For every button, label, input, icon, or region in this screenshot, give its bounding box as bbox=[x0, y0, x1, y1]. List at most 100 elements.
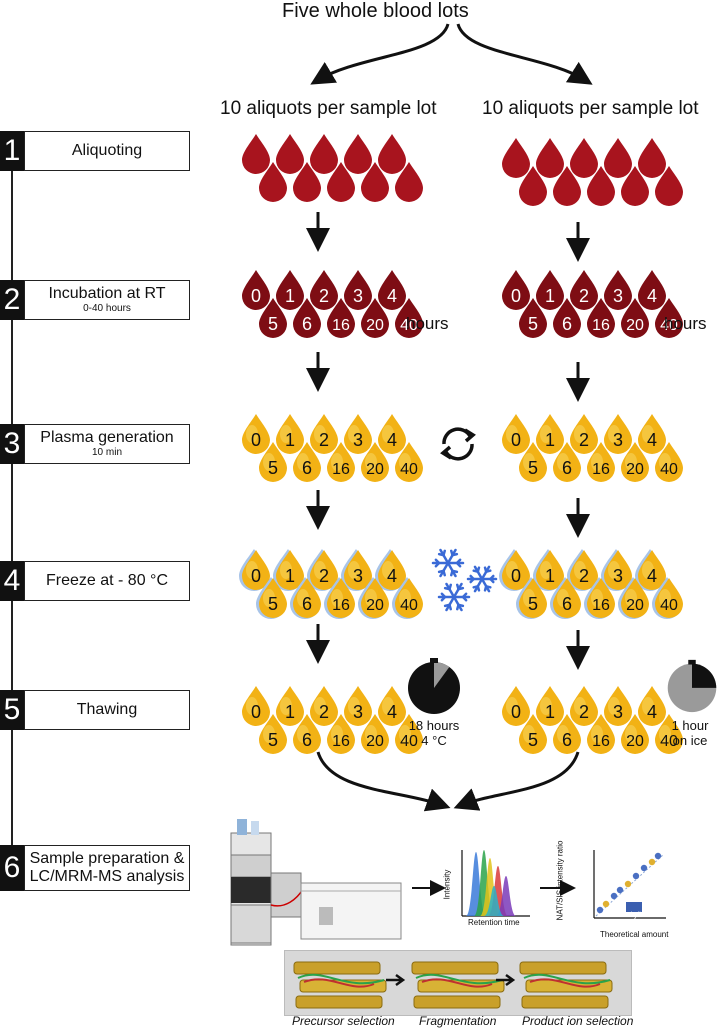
sample-drop bbox=[361, 162, 389, 202]
sample-drop: 3 bbox=[604, 686, 632, 726]
drop-highlight bbox=[506, 697, 518, 715]
rotate-arrows-icon bbox=[440, 427, 476, 461]
calibration-point bbox=[616, 886, 624, 894]
sample-drop: 16 bbox=[584, 577, 615, 619]
sample-drop: 16 bbox=[327, 442, 355, 482]
drop-highlight bbox=[523, 589, 535, 607]
sample-drop: 4 bbox=[375, 549, 406, 591]
calibration-badge: Skyline bbox=[626, 912, 649, 919]
drop-label: 1 bbox=[545, 430, 555, 450]
drop-highlight bbox=[574, 561, 586, 579]
sample-drop: 2 bbox=[310, 686, 338, 726]
quadrupole bbox=[411, 961, 505, 1009]
sample-drop: 1 bbox=[533, 549, 564, 591]
drop-label: 5 bbox=[528, 730, 538, 750]
sample-drop: 40 bbox=[395, 714, 423, 754]
step-label: Aliquoting bbox=[71, 142, 143, 159]
sample-drop: 4 bbox=[638, 686, 666, 726]
drop-highlight bbox=[246, 561, 258, 579]
sample-drop: 6 bbox=[553, 442, 581, 482]
drop-label: 3 bbox=[353, 286, 363, 306]
merge-arrow-right bbox=[453, 751, 580, 811]
drop-label: 3 bbox=[613, 430, 623, 450]
sample-drop: 1 bbox=[536, 270, 564, 310]
sample-drop: 3 bbox=[344, 686, 372, 726]
drop-label: 3 bbox=[613, 702, 623, 722]
sample-drop: 4 bbox=[378, 414, 406, 454]
sample-drop bbox=[621, 166, 649, 206]
drop-shape bbox=[502, 138, 530, 178]
sample-drop: 1 bbox=[536, 414, 564, 454]
drop-highlight bbox=[540, 697, 552, 715]
drop-label: 2 bbox=[319, 566, 329, 586]
snowflake bbox=[437, 582, 471, 612]
drop-label: 5 bbox=[268, 594, 278, 614]
clock-remaining bbox=[434, 662, 450, 688]
drop-shape bbox=[344, 134, 372, 174]
drop-highlight bbox=[642, 697, 654, 715]
calibration-plot-icon bbox=[593, 850, 666, 919]
sample-drop bbox=[604, 138, 632, 178]
drop-highlight bbox=[642, 561, 654, 579]
drop-shape bbox=[293, 162, 321, 202]
drop-label: 3 bbox=[613, 286, 623, 306]
drop-label: 20 bbox=[626, 317, 644, 334]
drop-label: 0 bbox=[251, 702, 261, 722]
drop-shape bbox=[587, 298, 615, 338]
sample-drop: 2 bbox=[570, 270, 598, 310]
sample-drop: 6 bbox=[290, 577, 321, 619]
sample-drop: 20 bbox=[621, 714, 649, 754]
drop-highlight bbox=[263, 453, 275, 471]
sample-drop bbox=[344, 134, 372, 174]
calibration-point bbox=[602, 900, 610, 908]
sample-drop: 3 bbox=[604, 414, 632, 454]
sample-drop: 5 bbox=[259, 298, 287, 338]
drop-shape bbox=[378, 134, 406, 174]
sample-drop: 2 bbox=[567, 549, 598, 591]
merge-arrow-left bbox=[316, 751, 451, 812]
sample-drop bbox=[553, 166, 581, 206]
step-box-aliquoting: Aliquoting bbox=[24, 131, 190, 171]
sample-drop: 0 bbox=[242, 414, 270, 454]
drop-highlight bbox=[297, 453, 309, 471]
drop-label: 4 bbox=[387, 566, 397, 586]
sample-drop: 40 bbox=[395, 298, 423, 338]
step-label: Sample preparation & LC/MRM-MS analysis bbox=[29, 850, 185, 885]
sample-drop bbox=[502, 138, 530, 178]
drop-label: 1 bbox=[545, 702, 555, 722]
drop-label: 3 bbox=[613, 566, 623, 586]
drop-label: 16 bbox=[592, 317, 610, 334]
sample-drop: 40 bbox=[395, 442, 423, 482]
chromatogram-peak bbox=[496, 876, 516, 916]
chromatogram-icon bbox=[461, 850, 530, 917]
step-number-3: 3 bbox=[0, 424, 24, 464]
drop-highlight bbox=[557, 589, 569, 607]
sample-drop: 20 bbox=[618, 577, 649, 619]
sample-drop: 20 bbox=[361, 298, 389, 338]
skyline-logo-icon bbox=[626, 902, 642, 912]
drop-label: 3 bbox=[353, 566, 363, 586]
drop-shape bbox=[242, 134, 270, 174]
drop-row bbox=[519, 166, 683, 206]
drop-label: 1 bbox=[545, 286, 555, 306]
step-sublabel: 10 min bbox=[91, 447, 122, 458]
drop-shape bbox=[327, 162, 355, 202]
drop-row bbox=[242, 134, 406, 174]
calibration-point bbox=[632, 872, 640, 880]
drop-highlight bbox=[314, 561, 326, 579]
drop-highlight bbox=[365, 725, 377, 743]
sample-drop: 6 bbox=[293, 298, 321, 338]
sample-drop bbox=[536, 138, 564, 178]
step-box-freeze: Freeze at - 80 °C bbox=[24, 561, 190, 601]
step-label: Thawing bbox=[76, 701, 138, 718]
chromatogram-ylabel: Intensity bbox=[442, 869, 452, 900]
drop-label: 4 bbox=[647, 430, 657, 450]
sample-drop: 16 bbox=[324, 577, 355, 619]
sample-drop: 0 bbox=[502, 270, 530, 310]
sample-drop bbox=[638, 138, 666, 178]
drop-shape bbox=[655, 166, 683, 206]
